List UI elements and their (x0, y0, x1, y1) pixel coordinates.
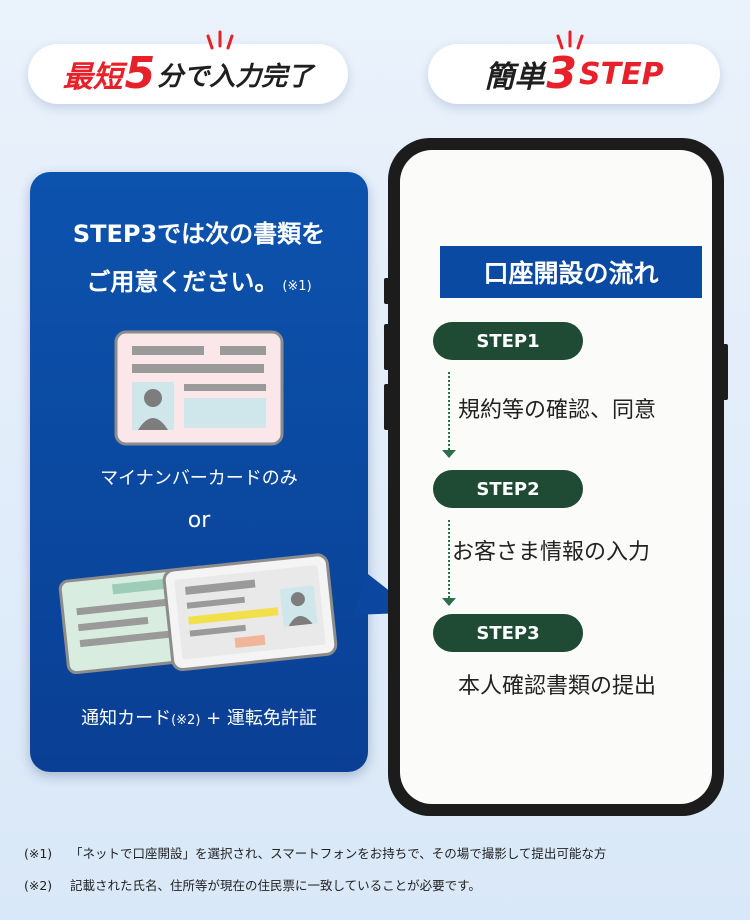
phone-icon: 口座開設の流れ STEP1 規約等の確認、同意 STEP2 お客さま情報の入力 … (384, 138, 728, 816)
badge-right-post: STEP (579, 56, 664, 92)
footnote-text: 「ネットで口座開設」を選択され、スマートフォンをお持ちで、その場で撮影して提出可… (70, 846, 607, 861)
arrow-down-icon (442, 372, 456, 458)
badge-easy-3step: 簡単 3 STEP (428, 30, 720, 104)
license-label: 通知カード(※2) + 運転免許証 (30, 704, 368, 730)
footnote-text: 記載された氏名、住所等が現在の住民票に一致していることが必要です。 (70, 878, 481, 893)
documents-heading-note: (※1) (282, 279, 312, 294)
documents-heading-text: ご用意ください。 (86, 268, 279, 296)
step3-text: 本人確認書類の提出 (458, 674, 657, 699)
badge-shortest-5min: 最短 5 分で入力完了 (28, 30, 348, 104)
badge-left-pre: 最短 (62, 60, 123, 95)
step2-text: お客さま情報の入力 (452, 540, 651, 565)
documents-panel: STEP3では次の書類を ご用意ください。(※1) マイナンバーカードのみ or (30, 172, 424, 772)
phone-side-button (384, 278, 390, 304)
badge-left-post: 分で入力完了 (157, 61, 314, 92)
spark-icon (556, 30, 584, 50)
license-label-note: (※2) (171, 713, 201, 728)
mynumber-card-label: マイナンバーカードのみ (100, 468, 298, 489)
arrow-down-icon (442, 520, 456, 606)
step1-text: 規約等の確認、同意 (458, 398, 657, 423)
footnote: (※2) 記載された氏名、住所等が現在の住民票に一致していることが必要です。 (24, 870, 606, 902)
documents-heading-line2: ご用意ください。(※1) (30, 262, 368, 297)
phone-side-button (384, 324, 390, 370)
badge-right-number: 3 (546, 48, 578, 99)
step1-badge: STEP1 (433, 322, 583, 360)
flow-title: 口座開設の流れ (440, 246, 702, 298)
spark-icon (206, 30, 234, 50)
phone-side-button (384, 384, 390, 430)
footnote-mark: (※2) (24, 878, 53, 893)
badge-right-pre: 簡単 (484, 60, 545, 95)
phone-screen: 口座開設の流れ STEP1 規約等の確認、同意 STEP2 お客さま情報の入力 … (400, 150, 712, 804)
footnotes: (※1) 「ネットで口座開設」を選択され、スマートフォンをお持ちで、その場で撮影し… (24, 838, 606, 902)
footnote-mark: (※1) (24, 846, 53, 861)
documents-heading-line1: STEP3では次の書類を (72, 220, 326, 248)
license-label-post: + 運転免許証 (200, 708, 317, 729)
footnote: (※1) 「ネットで口座開設」を選択され、スマートフォンをお持ちで、その場で撮影し… (24, 838, 606, 870)
or-label: or (187, 508, 211, 533)
phone-side-button (722, 344, 728, 400)
license-label-pre: 通知カード (81, 708, 172, 729)
drivers-license-icon (162, 553, 338, 672)
step2-badge: STEP2 (433, 470, 583, 508)
badge-left-number: 5 (124, 48, 156, 99)
mynumber-card-icon (114, 330, 284, 446)
step3-badge: STEP3 (433, 614, 583, 652)
